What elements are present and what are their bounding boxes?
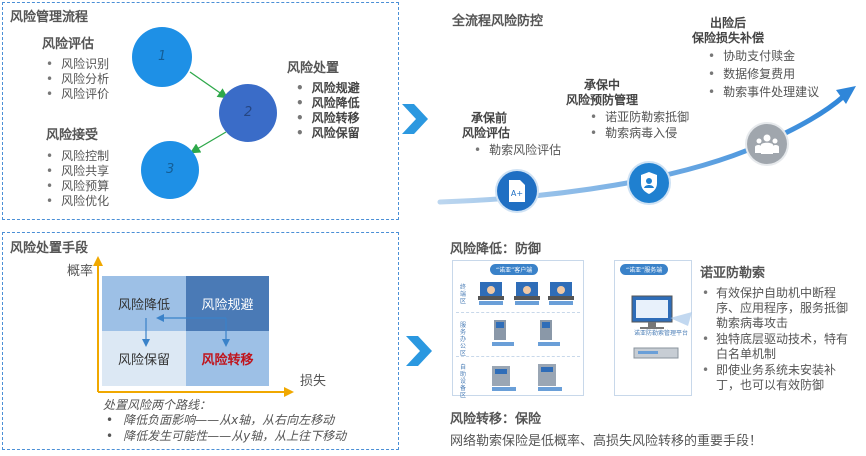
quadrant-axes (93, 256, 294, 397)
client-tag: “诺亚”客户端 (490, 264, 539, 275)
user-workstation-icon (548, 282, 574, 305)
zone-separator (456, 312, 580, 313)
quadrant-reduce: 风险降低 (102, 276, 186, 331)
path-2: •降低发生可能性——从y轴，从上往下移动 (106, 429, 347, 443)
list-item: 即使业务系统未安装补丁，也可以有效防御 (702, 363, 848, 393)
cycle-node-1 (132, 27, 192, 87)
server-caption: 诺亚防勒索管理平台 (634, 330, 689, 337)
svg-text:A+: A+ (511, 189, 523, 198)
transfer-title: 风险转移：保险 (450, 412, 542, 427)
stage-2-list: 诺亚防勒索抵御 勒索病毒入侵 (590, 109, 689, 141)
cycle-node-2 (219, 84, 277, 142)
client-devices (478, 282, 574, 391)
zone-label: 自助设备区 (460, 364, 467, 399)
list-item: 风险规避 (296, 81, 360, 96)
list-item: 风险控制 (46, 149, 109, 164)
dispose-heading: 风险处置 (287, 61, 340, 76)
list-item: 风险共享 (46, 164, 109, 179)
people-group-icon (755, 134, 779, 154)
stage-2-title: 承保中 风险预防管理 (566, 78, 639, 107)
stage-1-title: 承保前 风险评估 (462, 111, 511, 140)
kiosk-icon (538, 320, 560, 346)
list-item: 协助支付赎金 (708, 47, 819, 65)
risk-process-title: 风险管理流程 (10, 10, 89, 25)
atm-icon (492, 366, 516, 391)
cycle-arrows (189, 71, 229, 154)
cycle-node-3-label: 3 (166, 162, 175, 177)
list-item: 有效保护自助机中断程序、应用程序，服务抵御勒索病毒攻击 (702, 286, 848, 331)
stage-3-list: 协助支付赎金 数据修复费用 勒索事件处理建议 (708, 47, 819, 101)
list-item: 勒索事件处理建议 (708, 83, 819, 101)
server-devices (631, 295, 692, 359)
arrow-2-to-3 (189, 131, 227, 154)
list-item: 勒索病毒入侵 (590, 125, 689, 141)
server-tag: “诺亚”服务端 (620, 264, 669, 275)
dispose-list: 风险规避 风险降低 风险转移 风险保留 (296, 81, 360, 141)
document-a-plus-icon: A+ (509, 180, 525, 202)
list-item: 风险分析 (46, 72, 109, 87)
stage-3-title: 出险后 保险损失补偿 (692, 16, 765, 45)
list-item: 勒索风险评估 (474, 142, 561, 158)
y-axis-label: 概率 (67, 264, 94, 279)
zone-separator (456, 356, 580, 357)
paths-title: 处置风险两个路线： (103, 398, 212, 412)
risk-methods-panel (2, 232, 399, 450)
server-rack-icon (633, 347, 679, 359)
risk-process-panel (2, 2, 399, 220)
arrow-1-to-2 (189, 71, 229, 99)
list-item: 风险识别 (46, 57, 109, 72)
stage-1-list: 勒索风险评估 (474, 142, 561, 158)
reduce-title: 风险降低：防御 (450, 242, 542, 257)
cycle-node-1-label: 1 (158, 49, 167, 64)
monitor-icon (631, 295, 673, 329)
cycle-node-2-label: 2 (244, 105, 253, 120)
x-axis-label: 损失 (300, 374, 327, 389)
quadrant-avoid: 风险规避 (186, 276, 269, 331)
assess-list: 风险识别 风险分析 风险评价 (46, 57, 109, 102)
list-item: 风险降低 (296, 96, 360, 111)
zone-label: 服务办公区 (460, 322, 467, 357)
user-workstation-icon (478, 282, 504, 305)
list-item: 数据修复费用 (708, 65, 819, 83)
list-item: 风险预算 (46, 179, 109, 194)
cycle-node-3 (141, 141, 199, 199)
shield-user-icon (641, 172, 657, 194)
chevron-right-icon (406, 336, 432, 366)
accept-list: 风险控制 风险共享 风险预算 风险优化 (46, 149, 109, 209)
quadrant-move-arrows (142, 314, 230, 347)
accept-heading: 风险接受 (46, 128, 99, 143)
kiosk-icon (492, 320, 514, 346)
list-item: 风险转移 (296, 111, 360, 126)
path-2-text: 降低发生可能性——从y轴，从上往下移动 (123, 429, 347, 443)
transfer-description: 网络勒索保险是低概率、高损失风险转移的重要手段！ (450, 434, 763, 449)
zone-label: 终端区 (460, 284, 467, 305)
list-item: 风险保留 (296, 126, 360, 141)
atm-icon (538, 364, 562, 391)
user-workstation-icon (514, 282, 540, 305)
full-process-title: 全流程风险防控 (452, 14, 544, 29)
list-item: 风险优化 (46, 194, 109, 209)
list-item: 诺亚防勒索抵御 (590, 109, 689, 125)
path-1-text: 降低负面影响——从x轴，从右向左移动 (123, 413, 335, 427)
product-title: 诺亚防勒索 (700, 266, 766, 281)
product-features: 有效保护自助机中断程序、应用程序，服务抵御勒索病毒攻击 独特底层驱动技术，特有白… (702, 286, 848, 394)
assess-heading: 风险评估 (42, 37, 95, 52)
risk-methods-title: 风险处置手段 (10, 241, 89, 256)
chevron-right-icon (402, 104, 428, 134)
list-item: 独特底层驱动技术，特有白名单机制 (702, 332, 848, 362)
list-item: 风险评价 (46, 87, 109, 102)
path-1: •降低负面影响——从x轴，从右向左移动 (106, 413, 335, 427)
